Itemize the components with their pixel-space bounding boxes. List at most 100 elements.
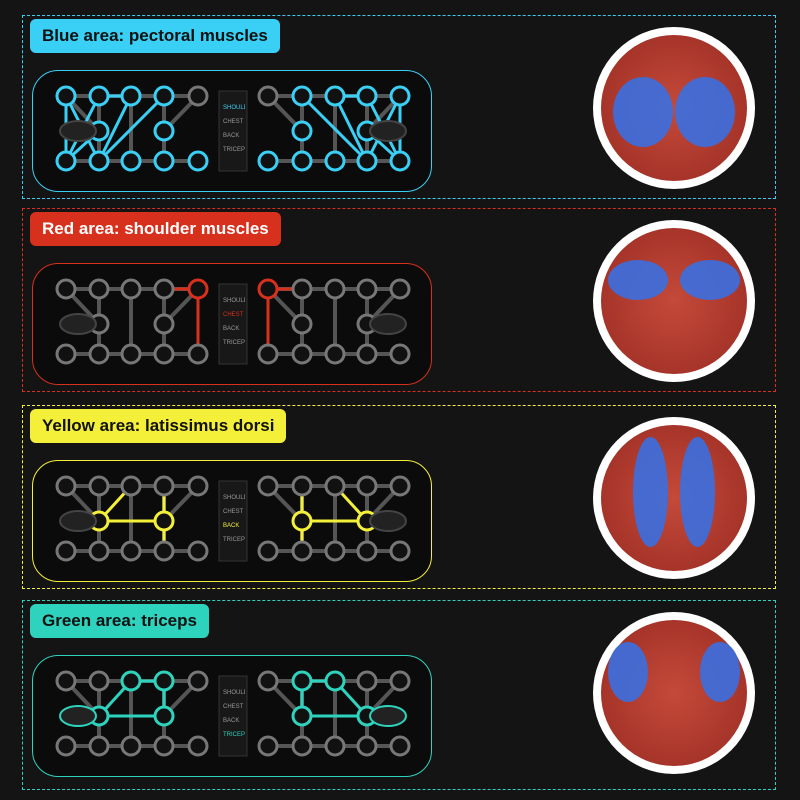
section-3 — [22, 405, 776, 589]
legend-item: CHEST — [223, 509, 244, 515]
board-hole — [55, 85, 77, 107]
board-hole — [257, 85, 279, 107]
board-hole — [324, 475, 346, 497]
handle-grip — [59, 120, 97, 142]
board-hole — [324, 540, 346, 562]
board-hole — [55, 278, 77, 300]
board-hole — [187, 735, 209, 757]
handle-grip — [59, 313, 97, 335]
handle-grip — [369, 313, 407, 335]
legend-item: CHEST — [223, 312, 244, 318]
board-hole — [356, 278, 378, 300]
board-hole — [389, 735, 411, 757]
legend-item: TRICEPS — [223, 340, 245, 346]
board-hole — [257, 670, 279, 692]
board-hole — [356, 475, 378, 497]
board-hole — [88, 475, 110, 497]
board-hole — [55, 150, 77, 172]
legend-item: CHEST — [223, 119, 244, 125]
board-hole — [389, 343, 411, 365]
control-panel — [218, 675, 248, 757]
board-hole — [291, 540, 313, 562]
board-hole — [120, 540, 142, 562]
board-hole — [120, 735, 142, 757]
legend-item: TRICEPS — [223, 732, 245, 738]
legend-item: SHOULDER — [223, 105, 245, 111]
board-hole — [153, 343, 175, 365]
board-hole — [257, 475, 279, 497]
section-1 — [22, 15, 776, 199]
board-hole — [356, 670, 378, 692]
pushup-board: SHOULDERCHESTBACKTRICEPS — [32, 70, 432, 192]
board-hole — [257, 735, 279, 757]
board-hole — [324, 670, 346, 692]
board-hole — [55, 670, 77, 692]
area-label: Blue area: pectoral muscles — [30, 19, 280, 53]
board-hole — [153, 670, 175, 692]
board-hole — [55, 540, 77, 562]
legend-item: SHOULDER — [223, 298, 245, 304]
board-hole — [257, 343, 279, 365]
control-panel — [218, 283, 248, 365]
board-hole — [389, 540, 411, 562]
board-hole — [153, 540, 175, 562]
handle-grip — [59, 510, 97, 532]
legend-item: BACK — [223, 523, 240, 529]
board-hole — [324, 343, 346, 365]
board-hole — [88, 343, 110, 365]
board-hole — [187, 670, 209, 692]
control-panel — [218, 90, 248, 172]
board-hole — [120, 278, 142, 300]
legend-item: TRICEPS — [223, 537, 245, 543]
handle-grip — [369, 120, 407, 142]
area-label: Yellow area: latissimus dorsi — [30, 409, 287, 443]
board-hole — [324, 735, 346, 757]
board-hole — [88, 735, 110, 757]
board-hole — [291, 150, 313, 172]
color-legend: SHOULDERCHESTBACKTRICEPS — [223, 101, 245, 157]
handle-grip — [369, 705, 407, 727]
board-hole — [291, 343, 313, 365]
board-hole — [153, 475, 175, 497]
board-hole — [55, 343, 77, 365]
legend-item: CHEST — [223, 704, 244, 710]
color-legend: SHOULDERCHESTBACKTRICEPS — [223, 686, 245, 742]
legend-item: TRICEPS — [223, 147, 245, 153]
board-hole — [257, 150, 279, 172]
board-hole — [187, 278, 209, 300]
legend-item: SHOULDER — [223, 690, 245, 696]
muscle-anatomy-image — [593, 612, 755, 774]
board-hole — [153, 120, 175, 142]
board-hole — [356, 343, 378, 365]
board-hole — [120, 475, 142, 497]
board-hole — [153, 313, 175, 335]
handle-grip — [59, 705, 97, 727]
board-hole — [153, 510, 175, 532]
board-hole — [356, 540, 378, 562]
muscle-anatomy-image — [593, 27, 755, 189]
board-hole — [187, 150, 209, 172]
board-hole — [153, 278, 175, 300]
board-hole — [120, 343, 142, 365]
muscle-anatomy-image — [593, 220, 755, 382]
area-label: Red area: shoulder muscles — [30, 212, 281, 246]
handle-grip — [369, 510, 407, 532]
board-hole — [291, 120, 313, 142]
board-hole — [291, 705, 313, 727]
board-hole — [389, 670, 411, 692]
pushup-board: SHOULDERCHESTBACKTRICEPS — [32, 263, 432, 385]
board-hole — [324, 278, 346, 300]
board-hole — [356, 735, 378, 757]
pushup-board: SHOULDERCHESTBACKTRICEPS — [32, 460, 432, 582]
color-legend: SHOULDERCHESTBACKTRICEPS — [223, 294, 245, 350]
board-hole — [324, 150, 346, 172]
board-hole — [389, 85, 411, 107]
area-label: Green area: triceps — [30, 604, 209, 638]
board-hole — [120, 85, 142, 107]
board-hole — [291, 85, 313, 107]
board-hole — [55, 735, 77, 757]
board-hole — [153, 85, 175, 107]
pushup-board: SHOULDERCHESTBACKTRICEPS — [32, 655, 432, 777]
board-hole — [291, 670, 313, 692]
